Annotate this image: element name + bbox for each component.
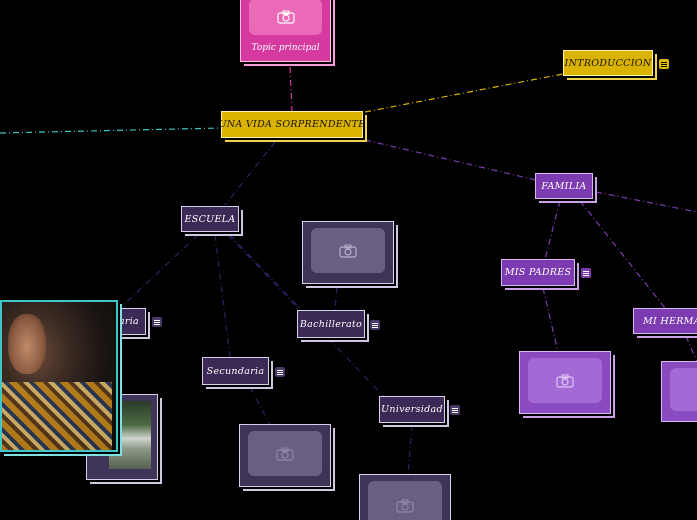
universidad-label: Universidad [381,404,443,415]
familia-node[interactable]: FAMILIA [535,173,593,199]
mi-hermano-label: MI HERMANO [643,315,697,327]
note-icon[interactable] [659,59,669,69]
mis-padres-label: MIS PADRES [504,267,572,278]
familia-label: FAMILIA [541,180,587,192]
note-icon[interactable] [275,367,285,377]
image-node-mi-hermano[interactable] [661,361,697,422]
image-placeholder [368,481,442,520]
bachillerato-label: Bachillerato [299,318,363,330]
image-node-mis-padres[interactable] [519,351,611,414]
bachillerato-node[interactable]: Bachillerato [297,310,365,338]
image-placeholder [249,0,322,35]
mi-hermano-node[interactable]: MI HERMANO [633,308,697,334]
mis-padres-node[interactable]: MIS PADRES [501,259,575,286]
profile-photo[interactable] [0,300,118,452]
camera-icon [276,447,294,461]
note-icon[interactable] [450,405,460,415]
central-topic-node[interactable]: UNA VIDA SORPRENDENTE [218,111,366,138]
photo-shirt [2,382,112,450]
introduccion-node[interactable]: INTRODUCCION [563,50,653,76]
image-node-secundaria[interactable] [239,424,331,487]
topic-principal-node[interactable]: Topic principal [240,0,331,62]
introduccion-label: INTRODUCCION [564,57,652,69]
central-topic-label: UNA VIDA SORPRENDENTE [218,119,366,130]
camera-icon [276,10,295,24]
escuela-label: ESCUELA [184,213,236,225]
image-placeholder [528,358,602,403]
escuela-node[interactable]: ESCUELA [181,206,239,232]
image-placeholder [311,228,385,273]
photo-face [8,314,46,374]
camera-icon [339,244,357,258]
secundaria-label: Secundaria [206,365,265,377]
note-icon[interactable] [581,268,591,278]
universidad-node[interactable]: Universidad [379,396,445,423]
image-node-bachillerato[interactable] [302,221,394,284]
topic-principal-label: Topic principal [251,43,320,53]
camera-icon [396,499,414,513]
note-icon[interactable] [152,317,162,327]
image-placeholder [670,368,697,411]
camera-icon [556,374,574,388]
secundaria-node[interactable]: Secundaria [202,357,269,385]
image-placeholder [248,431,322,476]
image-node-universidad[interactable] [359,474,451,520]
note-icon[interactable] [370,320,380,330]
